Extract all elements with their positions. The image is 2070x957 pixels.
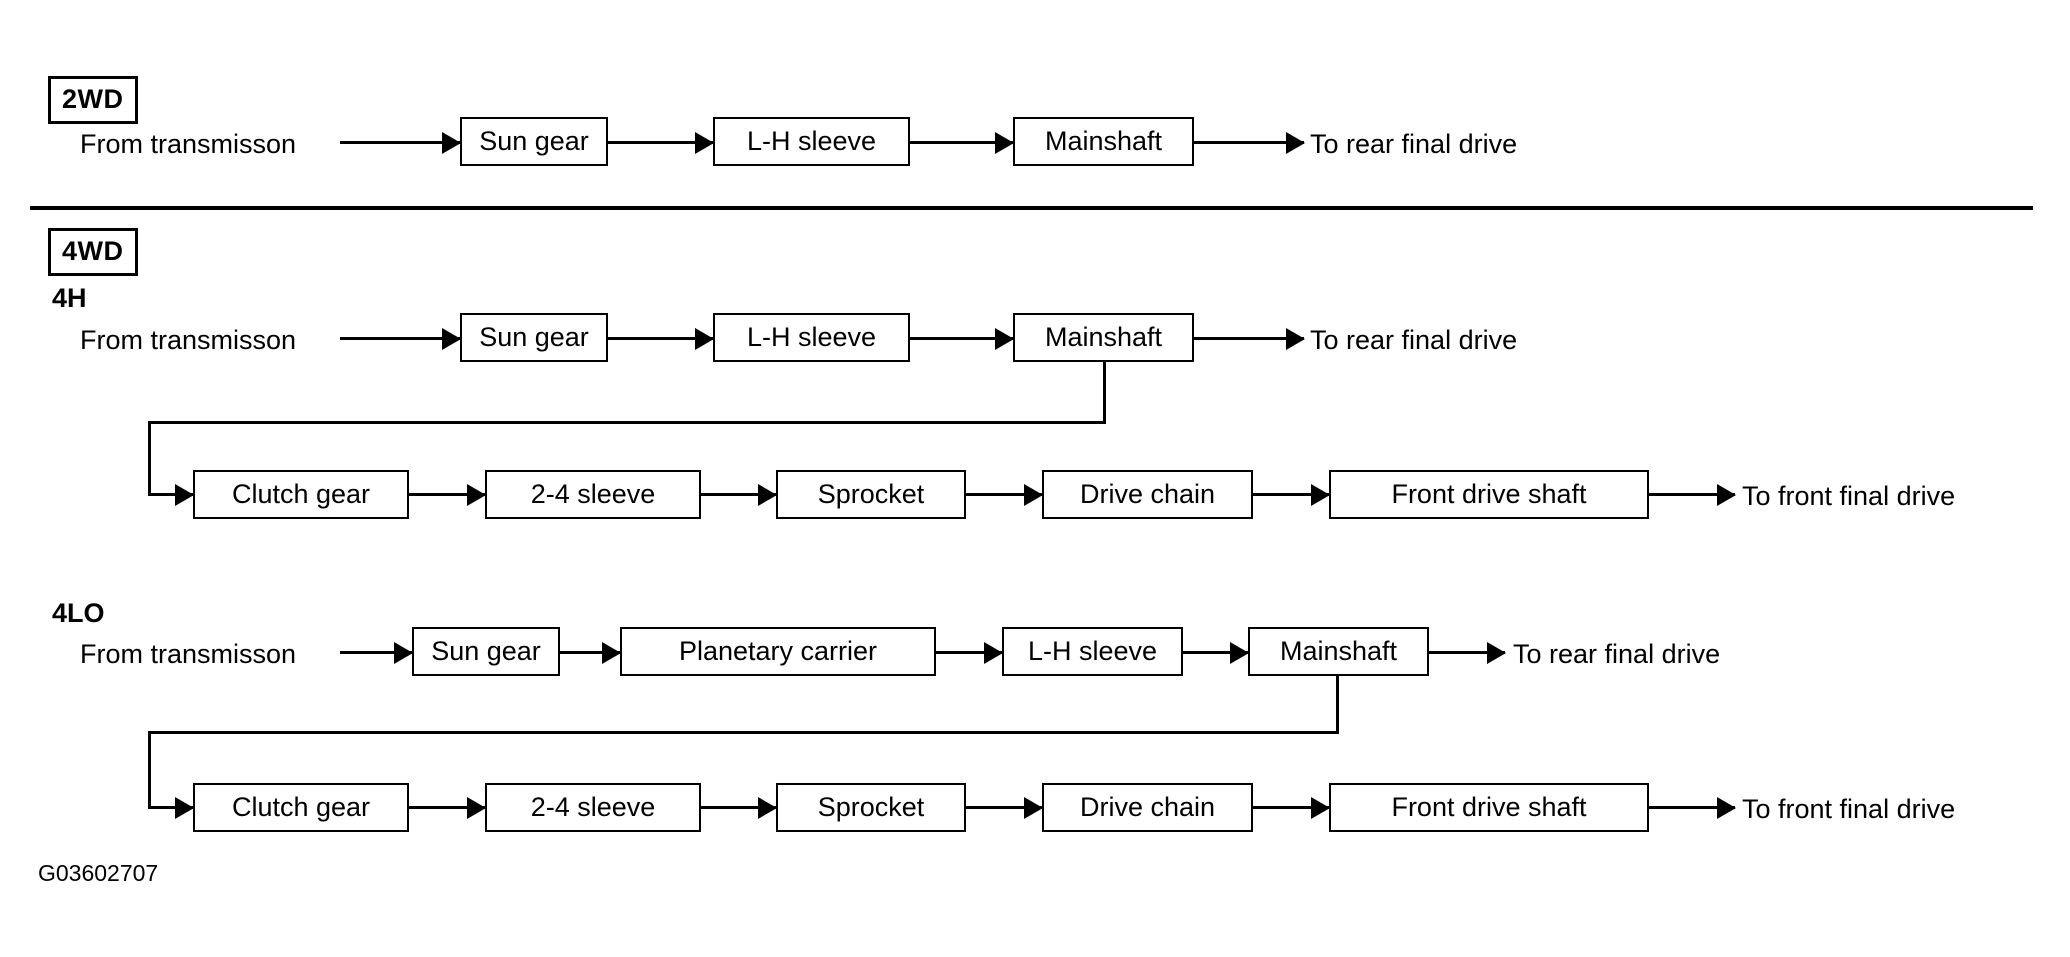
- arrow-sprocket-to-drive-chain-4h: [966, 493, 1042, 496]
- sub-label-4h: 4H: [52, 283, 87, 313]
- arrow-mainshaft-to-rear-output-4lo: [1429, 651, 1505, 654]
- arrow-sprocket-to-drive-chain-4lo: [966, 806, 1042, 809]
- node-2-4-sleeve-4lo: 2-4 sleeve: [485, 783, 701, 832]
- node-mainshaft-2wd: Mainshaft: [1013, 117, 1194, 166]
- figure-caption: G03602707: [38, 860, 159, 886]
- arrow-lh-sleeve-to-mainshaft-2wd: [910, 141, 1013, 144]
- terminal-input-4lo: From transmisson: [80, 639, 297, 669]
- node-sprocket-4lo: Sprocket: [776, 783, 966, 832]
- arrow-clutch-gear-to-2-4-sleeve-4h: [409, 493, 485, 496]
- terminal-rear-output-4h: To rear final drive: [1310, 325, 1518, 355]
- node-mainshaft-4lo: Mainshaft: [1248, 627, 1429, 676]
- arrow-clutch-gear-to-2-4-sleeve-4lo: [409, 806, 485, 809]
- node-clutch-gear-4lo: Clutch gear: [193, 783, 409, 832]
- arrow-input-to-sun-gear-4lo: [340, 651, 412, 654]
- arrow-planetary-carrier-to-lh-sleeve-4lo: [936, 651, 1002, 654]
- node-lh-sleeve-2wd: L-H sleeve: [713, 117, 910, 166]
- node-front-drive-shaft-4h: Front drive shaft: [1329, 470, 1649, 519]
- mode-badge-4wd: 4WD: [48, 228, 138, 276]
- node-clutch-gear-4h: Clutch gear: [193, 470, 409, 519]
- branch-horizontal-4h: [148, 421, 1106, 424]
- arrow-branch-to-clutch-gear-4lo: [148, 806, 193, 809]
- branch-drop-4h: [1103, 362, 1106, 424]
- node-drive-chain-4h: Drive chain: [1042, 470, 1253, 519]
- terminal-rear-output-4lo: To rear final drive: [1513, 639, 1721, 669]
- terminal-input-2wd: From transmisson: [80, 129, 297, 159]
- node-mainshaft-4h: Mainshaft: [1013, 313, 1194, 362]
- arrow-2-4-sleeve-to-sprocket-4h: [701, 493, 776, 496]
- terminal-rear-output-2wd: To rear final drive: [1310, 129, 1518, 159]
- node-2-4-sleeve-4h: 2-4 sleeve: [485, 470, 701, 519]
- branch-riser-4lo: [148, 731, 151, 808]
- arrow-sun-gear-to-lh-sleeve-2wd: [608, 141, 713, 144]
- arrow-drive-chain-to-front-drive-shaft-4h: [1253, 493, 1329, 496]
- arrow-input-to-sun-gear-4h: [340, 337, 460, 340]
- node-sun-gear-4h: Sun gear: [460, 313, 608, 362]
- arrow-sun-gear-to-lh-sleeve-4h: [608, 337, 713, 340]
- arrow-sun-gear-to-planetary-carrier-4lo: [560, 651, 620, 654]
- branch-horizontal-4lo: [148, 731, 1339, 734]
- mode-badge-2wd: 2WD: [48, 76, 138, 124]
- arrow-lh-sleeve-to-mainshaft-4h: [910, 337, 1013, 340]
- node-lh-sleeve-4lo: L-H sleeve: [1002, 627, 1183, 676]
- sub-label-4lo: 4LO: [52, 598, 105, 628]
- node-drive-chain-4lo: Drive chain: [1042, 783, 1253, 832]
- section-divider: [30, 206, 2033, 210]
- arrow-2-4-sleeve-to-sprocket-4lo: [701, 806, 776, 809]
- arrow-lh-sleeve-to-mainshaft-4lo: [1183, 651, 1248, 654]
- arrow-drive-chain-to-front-drive-shaft-4lo: [1253, 806, 1329, 809]
- arrow-branch-to-clutch-gear-4h: [148, 493, 193, 496]
- branch-riser-4h: [148, 421, 151, 495]
- arrow-input-to-sun-gear-2wd: [340, 141, 460, 144]
- node-planetary-carrier-4lo: Planetary carrier: [620, 627, 936, 676]
- terminal-input-4h: From transmisson: [80, 325, 297, 355]
- arrow-mainshaft-to-rear-output-4h: [1194, 337, 1304, 340]
- arrow-front-drive-shaft-to-front-output-4h: [1649, 493, 1735, 496]
- node-sun-gear-4lo: Sun gear: [412, 627, 560, 676]
- arrow-front-drive-shaft-to-front-output-4lo: [1649, 806, 1735, 809]
- terminal-front-output-4h: To front final drive: [1742, 481, 1956, 511]
- arrow-mainshaft-to-rear-output-2wd: [1194, 141, 1304, 144]
- node-front-drive-shaft-4lo: Front drive shaft: [1329, 783, 1649, 832]
- branch-drop-4lo: [1336, 676, 1339, 734]
- node-sun-gear-2wd: Sun gear: [460, 117, 608, 166]
- node-lh-sleeve-4h: L-H sleeve: [713, 313, 910, 362]
- node-sprocket-4h: Sprocket: [776, 470, 966, 519]
- terminal-front-output-4lo: To front final drive: [1742, 794, 1956, 824]
